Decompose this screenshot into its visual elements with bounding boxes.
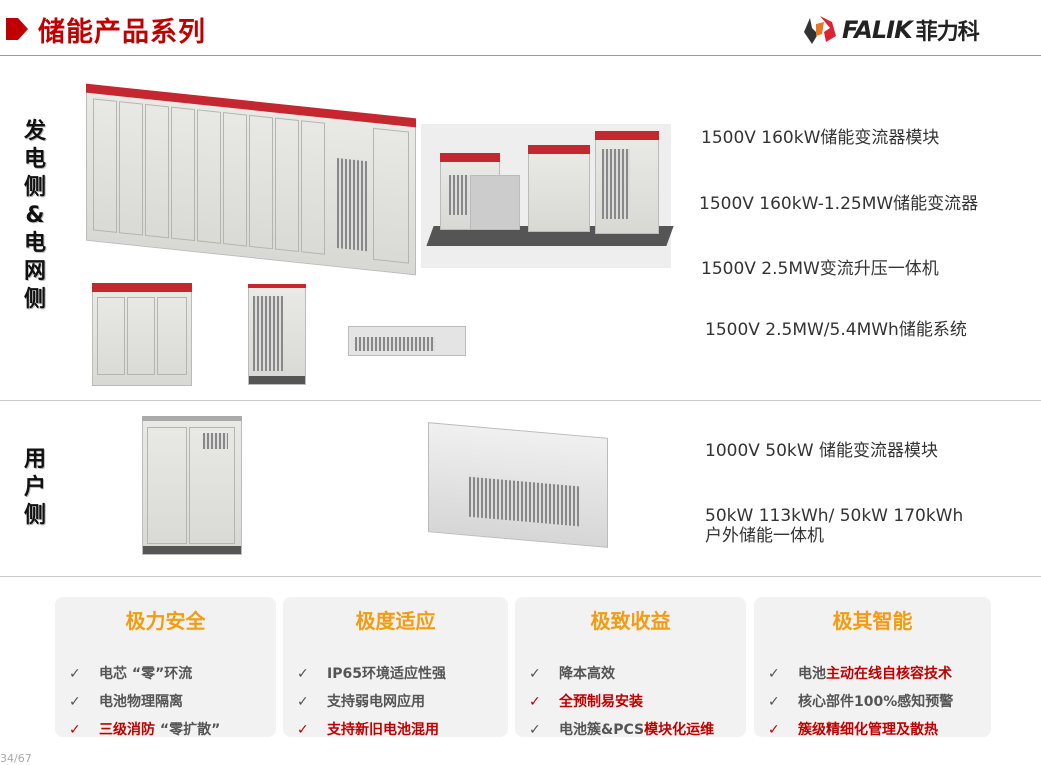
company-logo: FALIK 菲力科 xyxy=(802,14,980,46)
feature-item: ✓ 全预制易安装 xyxy=(529,688,746,716)
feature-list: ✓ 降本高效 ✓ 全预制易安装 ✓ 电池簇&PCS模块化运维 xyxy=(515,660,746,744)
check-icon: ✓ xyxy=(529,694,541,710)
label-char: 侧 xyxy=(23,287,46,312)
feature-item-text: “零扩散” xyxy=(155,722,221,738)
feature-item-text: 电池物理隔离 xyxy=(99,694,183,710)
check-icon: ✓ xyxy=(69,666,81,682)
check-icon: ✓ xyxy=(768,722,780,738)
check-icon: ✓ xyxy=(768,694,780,710)
feature-item: ✓ 电池主动在线自核容技术 xyxy=(768,660,991,688)
feature-item: ✓ 电池物理隔离 xyxy=(69,688,276,716)
feature-item: ✓ 簇级精细化管理及散热 xyxy=(768,716,991,744)
feature-item-text: 降本高效 xyxy=(559,666,615,682)
feature-item-text: IP65环境适应性强 xyxy=(327,666,446,682)
feature-item-text: 电池簇&PCS xyxy=(559,722,645,738)
logo-brand-text: FALIK xyxy=(842,16,913,44)
feature-item-text: 电池 xyxy=(798,666,826,682)
feature-item-text: 核心部件100%感知预警 xyxy=(798,694,954,710)
feature-item-text: 模块化运维 xyxy=(644,722,715,738)
feature-item-text: 全预制易安装 xyxy=(559,694,643,710)
product-name: 1500V 160kW-1.25MW储能变流器 xyxy=(699,194,979,214)
feature-list: ✓ 电芯 “零”环流 ✓ 电池物理隔离 ✓ 三级消防 “零扩散” xyxy=(55,660,276,744)
feature-item-text: 支持新旧电池混用 xyxy=(327,722,439,738)
feature-list: ✓ IP65环境适应性强 ✓ 支持弱电网应用 ✓ 支持新旧电池混用 xyxy=(283,660,508,744)
feature-card: 极力安全 ✓ 电芯 “零”环流 ✓ 电池物理隔离 ✓ 三级消防 “零扩散” xyxy=(55,597,276,738)
feature-item: ✓ 降本高效 xyxy=(529,660,746,688)
label-char: 侧 xyxy=(23,175,46,200)
check-icon: ✓ xyxy=(297,694,309,710)
feature-item: ✓ 核心部件100%感知预警 xyxy=(768,688,991,716)
feature-card: 极其智能 ✓ 电池主动在线自核容技术 ✓ 核心部件100%感知预警 ✓ 簇级精细化管理及散热 xyxy=(754,597,991,738)
feature-title: 极力安全 xyxy=(125,609,206,633)
feature-card: 极度适应 ✓ IP65环境适应性强 ✓ 支持弱电网应用 ✓ 支持新旧电池混用 xyxy=(283,597,508,738)
check-icon: ✓ xyxy=(768,666,780,682)
product-name: 1500V 2.5MW变流升压一体机 xyxy=(701,259,939,279)
product-name: 户外储能一体机 xyxy=(705,526,824,546)
product-name: 1500V 2.5MW/5.4MWh储能系统 xyxy=(705,320,967,340)
section-label-grid-side: 发 电 侧 & 电 网 侧 xyxy=(22,118,48,314)
product-name: 50kW 113kWh/ 50kW 170kWh xyxy=(705,506,964,526)
feature-item-text: 主动在线自核容技术 xyxy=(826,666,952,682)
feature-item: ✓ 支持新旧电池混用 xyxy=(297,716,508,744)
feature-list: ✓ 电池主动在线自核容技术 ✓ 核心部件100%感知预警 ✓ 簇级精细化管理及散热 xyxy=(754,660,991,744)
label-char: & xyxy=(25,203,45,228)
feature-title: 极致收益 xyxy=(590,609,671,633)
feature-title: 极度适应 xyxy=(355,609,436,633)
feature-item-text: 簇级精细化管理及散热 xyxy=(798,722,938,738)
header-divider xyxy=(0,55,1041,56)
feature-item: ✓ 电池簇&PCS模块化运维 xyxy=(529,716,746,744)
page-title: 储能产品系列 xyxy=(38,17,206,48)
label-char: 发 xyxy=(23,119,46,144)
check-icon: ✓ xyxy=(529,722,541,738)
check-icon: ✓ xyxy=(529,666,541,682)
check-icon: ✓ xyxy=(297,666,309,682)
feature-item: ✓ IP65环境适应性强 xyxy=(297,660,508,688)
falik-logo-icon xyxy=(804,16,836,44)
product-name: 1000V 50kW 储能变流器模块 xyxy=(705,441,938,461)
check-icon: ✓ xyxy=(297,722,309,738)
check-icon: ✓ xyxy=(69,722,81,738)
feature-title: 极其智能 xyxy=(832,609,913,633)
feature-item: ✓ 三级消防 “零扩散” xyxy=(69,716,276,744)
check-icon: ✓ xyxy=(69,694,81,710)
logo-cn-text: 菲力科 xyxy=(915,20,980,45)
feature-card: 极致收益 ✓ 降本高效 ✓ 全预制易安装 ✓ 电池簇&PCS模块化运维 xyxy=(515,597,746,738)
feature-item-text: 三级消防 xyxy=(99,722,155,738)
label-char: 电 xyxy=(23,231,46,256)
section-divider xyxy=(0,400,1041,401)
feature-item: ✓ 支持弱电网应用 xyxy=(297,688,508,716)
label-char: 电 xyxy=(23,147,46,172)
product-name: 1500V 160kW储能变流器模块 xyxy=(701,128,940,148)
page-number: 34/67 xyxy=(0,752,32,765)
feature-item-text: 支持弱电网应用 xyxy=(327,694,425,710)
label-char: 网 xyxy=(23,259,46,284)
section-label-user-side: 用户侧 xyxy=(23,447,46,528)
feature-item: ✓ 电芯 “零”环流 xyxy=(69,660,276,688)
feature-item-text: 电芯 “零”环流 xyxy=(99,666,193,682)
section-divider xyxy=(0,576,1041,577)
